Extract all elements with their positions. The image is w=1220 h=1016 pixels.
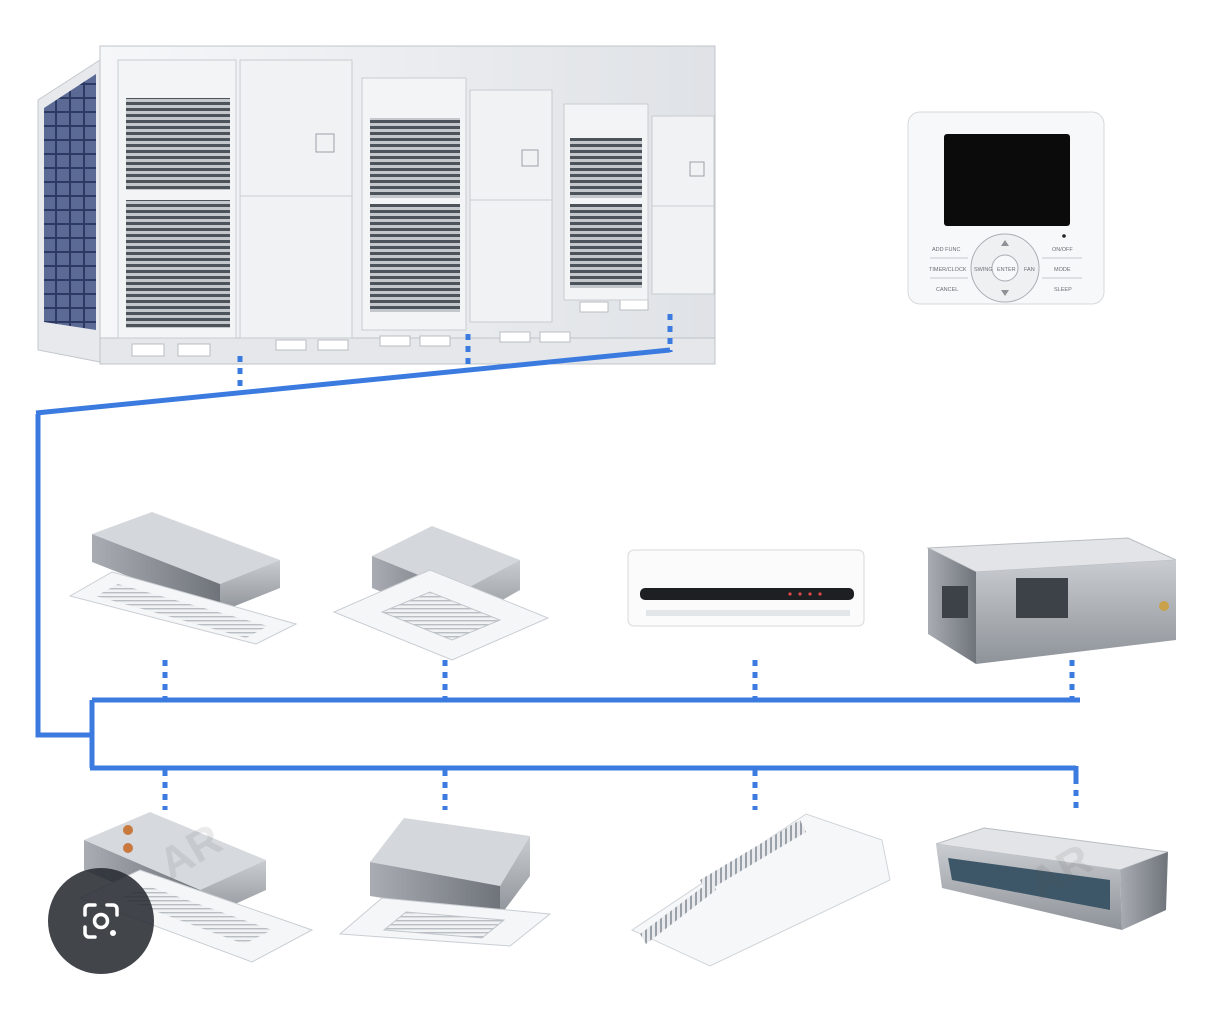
main-trunk-pipe <box>35 414 92 738</box>
one-way-cassette <box>68 512 298 645</box>
ducted-unit <box>926 537 1177 664</box>
outdoor-module-1 <box>117 59 353 339</box>
dashed-connections <box>162 314 1079 810</box>
outdoor-unit-bank <box>37 45 716 365</box>
cancel-label: CANCEL <box>936 287 958 293</box>
ceiling-floor-unit <box>630 813 891 967</box>
enter-label: ENTER <box>997 267 1016 273</box>
slim-duct-unit <box>935 827 1169 930</box>
outdoor-module-2 <box>361 77 553 331</box>
swing-label: SWING <box>974 267 993 273</box>
round-flow-cassette <box>338 818 552 947</box>
add-func-label: ADD FUNC <box>932 247 960 253</box>
outdoor-header-pipe <box>35 347 671 416</box>
sleep-label: SLEEP <box>1054 287 1072 293</box>
timer-clock-label: TIMER/CLOCK <box>929 267 967 273</box>
mode-label: MODE <box>1054 267 1071 273</box>
fan-label: FAN <box>1024 267 1035 273</box>
wired-controller: ADD FUNC TIMER/CLOCK CANCEL ON/OFF MODE … <box>907 111 1105 305</box>
google-lens-icon <box>83 903 119 939</box>
outdoor-module-3 <box>563 103 715 301</box>
google-lens-button[interactable] <box>48 868 154 974</box>
on-off-label: ON/OFF <box>1052 247 1073 253</box>
enter-button <box>991 254 1019 282</box>
controller-screen <box>944 134 1070 226</box>
wall-mounted-split <box>627 549 865 627</box>
four-way-cassette <box>332 526 550 661</box>
refrigerant-piping <box>35 347 1080 778</box>
